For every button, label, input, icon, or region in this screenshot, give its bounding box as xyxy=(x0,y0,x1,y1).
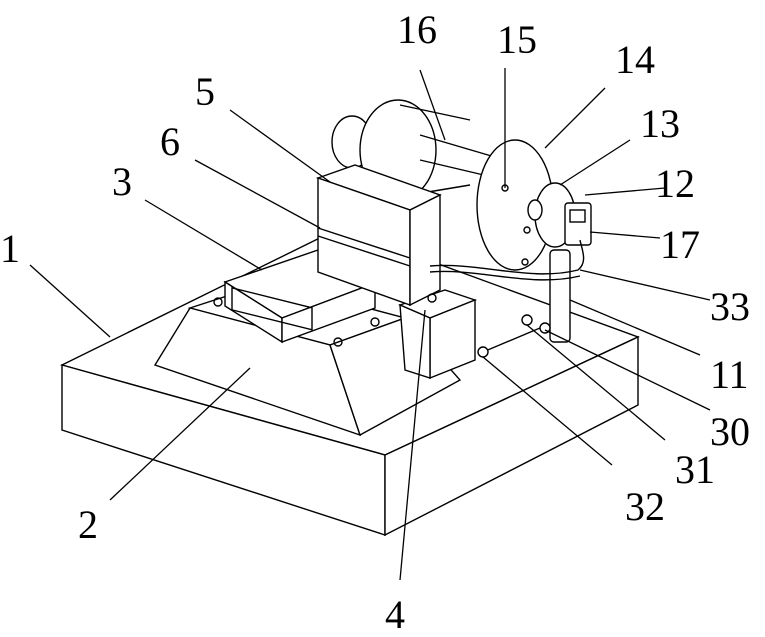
label-32: 32 xyxy=(625,484,665,529)
label-6: 6 xyxy=(160,119,180,164)
label-3: 3 xyxy=(112,159,132,204)
label-33: 33 xyxy=(710,284,750,329)
label-16: 16 xyxy=(397,7,437,52)
label-5: 5 xyxy=(195,69,215,114)
label-15: 15 xyxy=(497,17,537,62)
label-17: 17 xyxy=(660,222,700,267)
label-14: 14 xyxy=(615,37,655,82)
label-12: 12 xyxy=(655,161,695,206)
label-11: 11 xyxy=(710,352,749,397)
label-4: 4 xyxy=(385,592,405,637)
label-1: 1 xyxy=(0,226,20,271)
label-13: 13 xyxy=(640,101,680,146)
label-31: 31 xyxy=(675,447,715,492)
label-30: 30 xyxy=(710,409,750,454)
label-2: 2 xyxy=(78,502,98,547)
